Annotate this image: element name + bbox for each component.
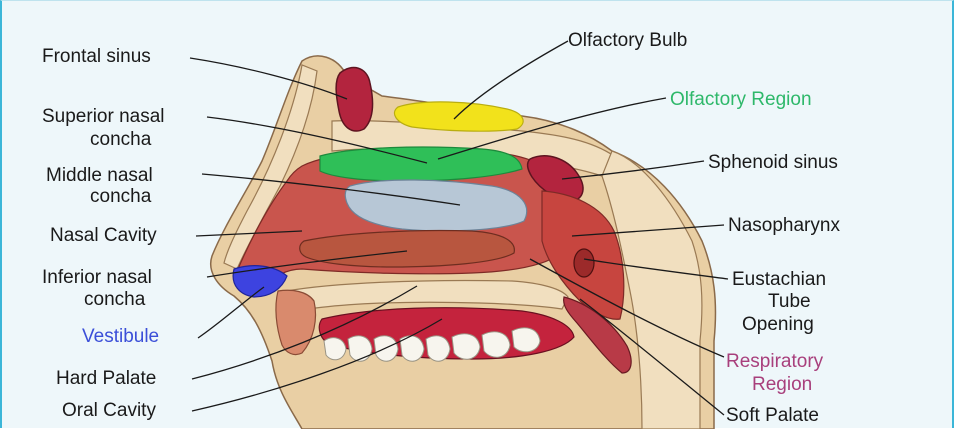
label-middle-nasal-concha-line1: Middle nasal bbox=[46, 165, 153, 186]
label-olfactory-region: Olfactory Region bbox=[670, 89, 812, 110]
label-oral-cavity: Oral Cavity bbox=[62, 400, 156, 421]
label-respiratory-region-line2: Region bbox=[752, 374, 812, 395]
label-nasopharynx: Nasopharynx bbox=[728, 215, 840, 236]
label-middle-nasal-concha-line2: concha bbox=[90, 186, 152, 207]
left-labels: Frontal sinus Superior nasal concha Midd… bbox=[42, 46, 165, 421]
label-sphenoid-sinus: Sphenoid sinus bbox=[708, 152, 838, 173]
olfactory-bulb-shape bbox=[394, 102, 523, 131]
label-superior-nasal-concha-line2: concha bbox=[90, 129, 152, 150]
inferior-concha-shape bbox=[300, 230, 515, 267]
label-hard-palate: Hard Palate bbox=[56, 368, 156, 389]
label-eustachian-line1: Eustachian bbox=[732, 269, 826, 290]
label-superior-nasal-concha-line1: Superior nasal bbox=[42, 106, 165, 127]
label-soft-palate: Soft Palate bbox=[726, 405, 819, 426]
label-vestibule: Vestibule bbox=[82, 326, 159, 347]
label-respiratory-region-line1: Respiratory bbox=[726, 351, 824, 372]
eustachian-opening-shape bbox=[574, 249, 594, 277]
label-inferior-nasal-concha-line2: concha bbox=[84, 289, 146, 310]
label-nasal-cavity: Nasal Cavity bbox=[50, 225, 157, 246]
olfactory-region-shape bbox=[320, 147, 522, 181]
label-inferior-nasal-concha-line1: Inferior nasal bbox=[42, 267, 152, 288]
label-frontal-sinus: Frontal sinus bbox=[42, 46, 151, 67]
label-eustachian-line3: Opening bbox=[742, 314, 814, 335]
middle-concha-shape bbox=[345, 180, 526, 231]
label-olfactory-bulb: Olfactory Bulb bbox=[568, 30, 687, 51]
label-eustachian-line2: Tube bbox=[768, 291, 811, 312]
